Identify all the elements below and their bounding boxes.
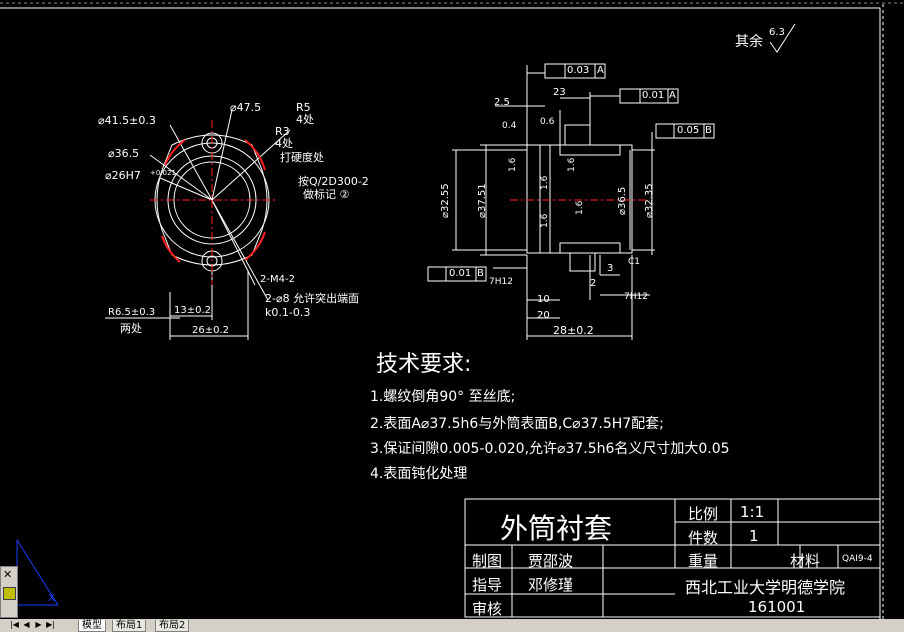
dim-r3: R3 (275, 125, 290, 138)
requirement-1: 1.螺纹倒角90° 至丝底; (370, 389, 516, 405)
dim-d3751: ⌀37.51 (477, 183, 488, 218)
dim-d365: ⌀36.5 (617, 186, 628, 215)
gdt-perp-val: 0.03 (567, 65, 590, 76)
label-marking: 按Q/2D300-2 (298, 175, 369, 188)
material-label: 材料 (790, 552, 821, 570)
next-tab-button[interactable]: ▶ (35, 620, 42, 629)
gdt-par-ref: A (669, 90, 676, 101)
prev-tab-button[interactable]: ◀ (23, 620, 30, 629)
dim-26: 26±0.2 (192, 325, 230, 336)
ucs-x-label: X (48, 593, 55, 604)
dim-20: 20 (537, 310, 550, 321)
requirements-title: 技术要求: (376, 352, 472, 377)
gdt-runout-val: 0.05 (677, 125, 700, 136)
dim-d47: ⌀47.5 (230, 101, 262, 114)
scale-label: 比例 (688, 505, 719, 523)
dim-r3-count: 4处 (275, 137, 293, 150)
drawing-number: 161001 (748, 598, 806, 616)
drawn-label: 制图 (472, 552, 503, 570)
gdt-runout-ref: B (705, 125, 712, 136)
dim-10: 10 (537, 294, 550, 305)
title-block-grid (464, 498, 881, 618)
part-name: 外筒衬套 (500, 512, 613, 545)
count-label: 件数 (688, 529, 719, 547)
requirement-4: 4.表面钝化处理 (370, 466, 468, 482)
rough-16b: 1.6 (540, 175, 550, 190)
roughness-label: 其余 (735, 34, 763, 50)
dim-13: 13±0.2 (174, 305, 212, 316)
review-label: 审核 (472, 600, 503, 618)
tab-model[interactable]: 模型 (78, 620, 106, 632)
dim-r5-count: 4处 (296, 113, 314, 126)
tab-layout2[interactable]: 布局2 (155, 620, 190, 632)
label-marking2: 做标记 ② (303, 188, 350, 201)
tool-icon[interactable] (3, 587, 16, 600)
rough-16d: 1.6 (575, 200, 585, 215)
dim-7h12-b: 7H12 (624, 292, 648, 302)
dim-3: 3 (607, 263, 614, 274)
dim-r5: R5 (296, 101, 311, 114)
first-tab-button[interactable]: |◀ (10, 620, 19, 629)
dim-d26-tol: +0.021 (150, 169, 176, 177)
section-view (427, 63, 715, 340)
dim-d26: ⌀26H7 (105, 169, 141, 182)
close-icon[interactable]: ✕ (3, 568, 13, 581)
weight-label: 重量 (688, 552, 719, 570)
left-view-centerlines (150, 120, 275, 285)
rough-16a: 1.6 (508, 157, 518, 172)
last-tab-button[interactable]: ▶| (46, 620, 55, 629)
count-value: 1 (749, 527, 759, 545)
school-name: 西北工业大学明德学院 (685, 578, 846, 597)
dim-m4: 2-M4-2 (260, 274, 295, 285)
dim-r65-count: 两处 (120, 322, 142, 335)
roughness-symbol (769, 23, 796, 53)
dim-c1: C1 (628, 257, 641, 267)
floating-toolbar[interactable]: ✕ (0, 566, 18, 618)
tab-layout1[interactable]: 布局1 (112, 620, 147, 632)
rough-04: 0.4 (502, 121, 517, 131)
dim-7h12-a: 7H12 (489, 277, 513, 287)
rough-16c: 1.6 (540, 213, 550, 228)
guide-label: 指导 (472, 576, 503, 594)
requirement-3: 3.保证间隙0.005-0.020,允许⌀37.5h6名义尺寸加大0.05 (370, 441, 730, 457)
rough-06: 0.6 (540, 117, 555, 127)
drawn-by: 贾邵波 (528, 552, 574, 570)
guide-by: 邓修瑾 (528, 576, 574, 594)
rough-16e: 1.6 (567, 157, 577, 172)
requirement-2: 2.表面A⌀37.5h6与外筒表面B,C⌀37.5H7配套; (370, 416, 664, 432)
dim-d41: ⌀41.5±0.3 (98, 114, 156, 127)
dim-d3255: ⌀32.55 (440, 183, 451, 218)
dim-k01: k0.1-0.3 (265, 306, 311, 319)
dim-d36: ⌀36.5 (108, 147, 140, 160)
layout-tab-bar: |◀ ◀ ▶ ▶| 模型 布局1 布局2 (0, 619, 904, 632)
dim-28: 28±0.2 (553, 324, 594, 337)
dim-23: 23 (553, 87, 566, 98)
gdt-par-val: 0.01 (642, 90, 665, 101)
gdt-par2-ref: B (477, 268, 484, 279)
dim-2: 2 (590, 278, 597, 289)
gdt-par2-val: 0.01 (449, 268, 472, 279)
dim-25: 2.5 (494, 97, 510, 108)
gdt-perp-ref: A (597, 65, 604, 76)
scale-value: 1:1 (740, 503, 765, 521)
roughness-value: 6.3 (769, 27, 785, 38)
material-code: QAI9-4 (842, 554, 873, 564)
label-harden: 打硬度处 (280, 151, 324, 164)
dim-hole: 2-⌀8 允许突出端面 (265, 292, 360, 305)
dim-r65: R6.5±0.3 (108, 307, 156, 318)
dim-d3235: ⌀32.35 (644, 183, 655, 218)
